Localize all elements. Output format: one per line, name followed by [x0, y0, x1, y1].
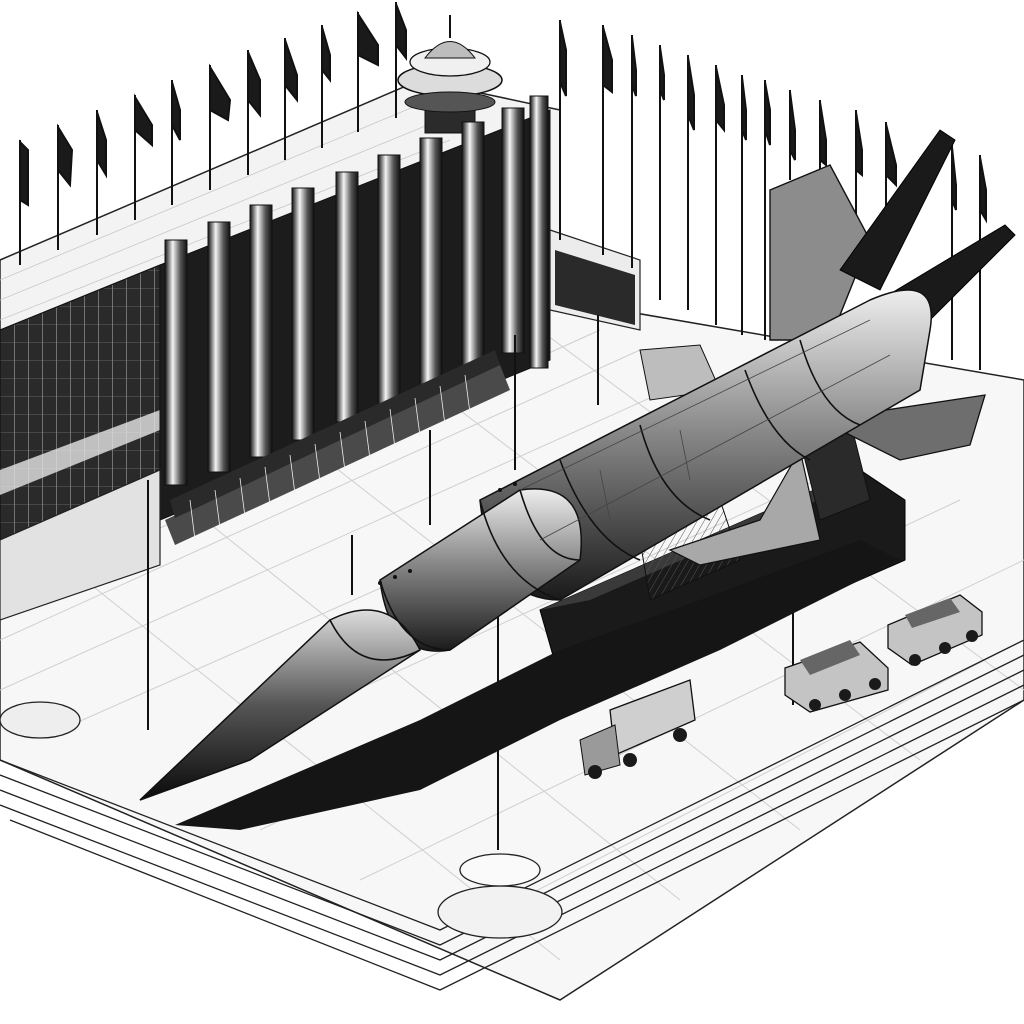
steps: [0, 639, 1024, 991]
missile: [139, 129, 1016, 801]
vehicle-apc-2: [887, 594, 983, 666]
colonnade: [164, 95, 549, 486]
military-vehicles: [579, 594, 983, 779]
domed-tower: [397, 15, 503, 134]
troop-formation: [165, 350, 510, 545]
vehicle-apc-1: [784, 640, 889, 713]
vehicle-truck: [579, 679, 696, 779]
missile-shadow: [175, 540, 900, 830]
flagpoles: [19, 2, 987, 370]
